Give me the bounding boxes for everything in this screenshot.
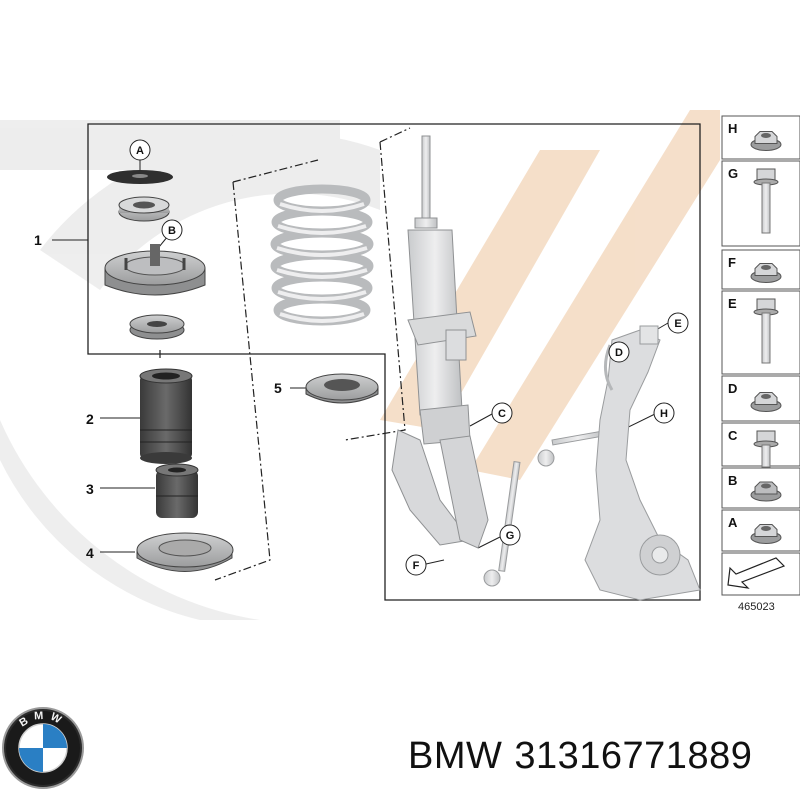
callout-b: B (161, 219, 183, 241)
callout-4: 4 (86, 545, 94, 561)
callout-5: 5 (274, 380, 282, 396)
legend-row-e: E (721, 290, 800, 375)
legend-row-c: C (721, 422, 800, 468)
legend-row-g: G (721, 160, 800, 247)
part-5-spring-seat (305, 373, 379, 404)
footer-caption: BMW 31316771889 (408, 735, 764, 778)
flange-nut-icon (750, 263, 782, 283)
fastener-legend: H G F E D C B A 465023 (721, 115, 800, 613)
callout-a: A (129, 139, 151, 161)
legend-row-d: D (721, 375, 800, 422)
legend-letter: C (728, 428, 738, 443)
steering-knuckle (584, 325, 701, 601)
part-2-dust-boot (139, 368, 193, 464)
legend-letter: G (728, 166, 738, 181)
flange-nut-icon (750, 392, 782, 412)
callout-e: E (667, 312, 689, 334)
flange-nut-icon (750, 524, 782, 544)
part-4-spring-pad (136, 532, 234, 572)
short-bolt-icon (753, 430, 779, 468)
legend-letter: F (728, 255, 736, 270)
callout-d: D (608, 341, 630, 363)
letter-callouts: A B C D E H G F (129, 139, 689, 576)
bmw-logo-icon: BMW (2, 707, 84, 789)
legend-letter: D (728, 381, 737, 396)
svg-text:B: B (168, 225, 176, 237)
callout-h: H (653, 402, 675, 424)
diagram-id: 465023 (738, 601, 775, 613)
footer-brand: BMW (408, 735, 503, 777)
bolt-icon (753, 298, 779, 364)
stabilizer-link (483, 430, 605, 587)
coil-spring-highlight (276, 202, 368, 323)
callout-2: 2 (86, 411, 94, 427)
legend-row-f: F (721, 249, 800, 290)
assembly-frame (87, 123, 701, 601)
part-3-bump-stop (155, 463, 199, 518)
callout-f: F (405, 554, 427, 576)
legend-letter: A (728, 515, 738, 530)
svg-text:C: C (498, 408, 506, 420)
callout-c: C (491, 402, 513, 424)
part-lower-bearing (129, 314, 185, 340)
dash-guides (159, 127, 411, 581)
svg-text:A: A (136, 145, 144, 157)
part-number-callouts: 1 2 3 4 5 (34, 232, 282, 561)
callout-1: 1 (34, 232, 42, 248)
shock-absorber (391, 135, 489, 549)
legend-row-b: B (721, 467, 800, 509)
svg-text:E: E (674, 318, 681, 330)
legend-letter: B (728, 473, 737, 488)
legend-row-h: H (721, 115, 800, 160)
callout-g: G (499, 524, 521, 546)
svg-text:D: D (615, 347, 623, 359)
footer-part-number: 31316771889 (514, 735, 753, 777)
part-upper-bearing (118, 196, 170, 222)
legend-letter: E (728, 296, 737, 311)
part-top-washer (107, 170, 173, 184)
svg-text:H: H (660, 408, 668, 420)
svg-text:F: F (413, 560, 420, 572)
callout-3: 3 (86, 481, 94, 497)
arrow-icon (727, 557, 786, 589)
flange-nut-icon (750, 131, 782, 151)
part-strut-mount (104, 244, 206, 296)
legend-row-a: A (721, 509, 800, 552)
hex-nut-icon (750, 481, 782, 502)
bolt-icon (753, 168, 779, 234)
svg-text:G: G (506, 530, 515, 542)
legend-letter: H (728, 121, 737, 136)
